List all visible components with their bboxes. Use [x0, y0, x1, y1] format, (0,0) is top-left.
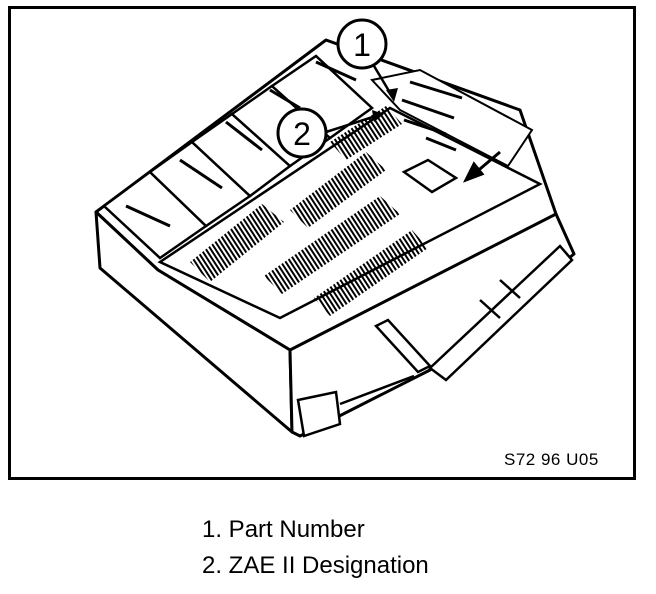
callout-1: 1	[336, 18, 398, 102]
label-window	[401, 158, 459, 194]
barcode-blocks	[190, 106, 428, 316]
label-plate	[157, 106, 543, 320]
svg-text:2: 2	[293, 116, 311, 152]
legend-item-zae-designation: 2. ZAE II Designation	[202, 552, 429, 579]
callout-2: 2	[276, 107, 384, 159]
orientation-arrow-icon	[462, 150, 501, 183]
label-text-marks	[401, 80, 463, 152]
figure-code: S72 96 U05	[504, 450, 599, 469]
module-right-side	[288, 212, 576, 438]
legend: 1. Part Number 2. ZAE II Designation	[202, 512, 429, 584]
legend-item-part-number: 1. Part Number	[202, 516, 365, 543]
mounting-bracket	[296, 244, 574, 438]
svg-text:1: 1	[353, 27, 371, 63]
connector-slot-text	[125, 60, 357, 228]
